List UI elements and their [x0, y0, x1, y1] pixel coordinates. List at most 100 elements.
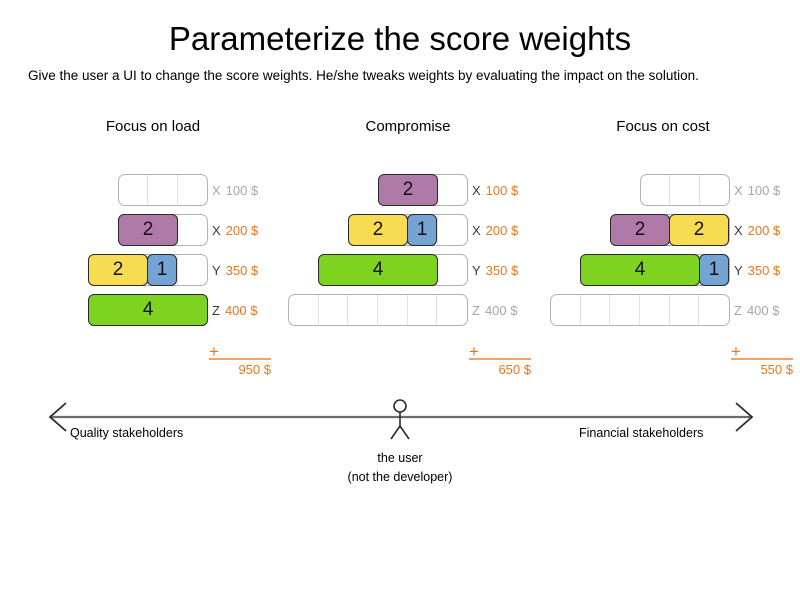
spectrum-label-financial: Financial stakeholders — [579, 426, 704, 440]
user-caption-line2: (not the developer) — [347, 469, 453, 484]
slider-blocks: 2 — [118, 214, 178, 246]
slider-cell[interactable] — [408, 215, 438, 245]
weight-block[interactable]: 2 — [378, 174, 438, 206]
slider-track[interactable] — [640, 174, 730, 206]
slider-cell[interactable] — [438, 215, 467, 245]
weight-block[interactable]: 2 — [348, 214, 408, 246]
slider-cell[interactable] — [551, 295, 581, 325]
slider-cell[interactable] — [378, 295, 408, 325]
row-key: Z — [472, 302, 480, 318]
weight-slider[interactable] — [118, 174, 208, 206]
stakeholder-spectrum: Quality stakeholders Financial stakehold… — [0, 395, 800, 505]
weight-block[interactable]: 4 — [580, 254, 700, 286]
weight-block[interactable]: 2 — [118, 214, 178, 246]
slider-cell[interactable] — [178, 175, 207, 205]
row-key: X — [734, 182, 743, 198]
slider-cell[interactable] — [700, 175, 729, 205]
row-amount: 100 $ — [747, 182, 781, 198]
slider-cell[interactable] — [640, 295, 670, 325]
row-key: Y — [472, 262, 481, 278]
slider-track[interactable] — [288, 294, 468, 326]
weight-block[interactable]: 2 — [610, 214, 670, 246]
user-caption-line1: the user — [377, 451, 423, 465]
slider-cell[interactable] — [641, 175, 671, 205]
sum-total: 650 $ — [498, 362, 531, 377]
weight-slider[interactable] — [288, 294, 468, 326]
row-amount: 200 $ — [485, 222, 519, 238]
slider-cell[interactable] — [408, 295, 438, 325]
row-amount: 200 $ — [225, 222, 259, 238]
row-amount: 100 $ — [225, 182, 259, 198]
weight-slider[interactable] — [550, 294, 730, 326]
row-key: Z — [212, 302, 220, 318]
slider-cell[interactable] — [670, 175, 700, 205]
row-key: X — [472, 182, 481, 198]
row-amount: 200 $ — [747, 222, 781, 238]
weight-block[interactable]: 2 — [88, 254, 148, 286]
slider-cell[interactable] — [119, 175, 149, 205]
slider-track[interactable] — [118, 174, 208, 206]
slider-cell[interactable] — [319, 295, 349, 325]
slider-cell[interactable] — [289, 295, 319, 325]
slider-cell[interactable] — [610, 295, 641, 325]
weight-slider[interactable]: 2 — [378, 174, 468, 206]
slider-cell[interactable] — [348, 295, 379, 325]
weight-block[interactable]: 4 — [318, 254, 438, 286]
row-amount: 350 $ — [485, 262, 519, 278]
weight-block[interactable]: 1 — [407, 214, 437, 246]
weight-slider[interactable]: 2 — [118, 214, 208, 246]
sum-total: 550 $ — [760, 362, 793, 377]
weight-block[interactable]: 4 — [88, 294, 208, 326]
slider-cell[interactable] — [437, 255, 467, 285]
weight-slider[interactable]: 4 — [318, 254, 468, 286]
row-amount: 350 $ — [747, 262, 781, 278]
slider-cell[interactable] — [670, 295, 700, 325]
slider-cell[interactable] — [438, 175, 467, 205]
weight-slider[interactable]: 4 — [88, 294, 208, 326]
slider-cell[interactable] — [437, 295, 467, 325]
slider-cell[interactable] — [148, 175, 178, 205]
row-key: X — [734, 222, 743, 238]
scenario-column-title: Focus on cost — [616, 118, 710, 135]
weight-block[interactable]: 1 — [147, 254, 177, 286]
row-key: Z — [734, 302, 742, 318]
slider-track[interactable] — [550, 294, 730, 326]
weight-block[interactable]: 2 — [669, 214, 729, 246]
slider-cell[interactable] — [699, 295, 729, 325]
slider-cell[interactable] — [581, 295, 611, 325]
spectrum-label-quality: Quality stakeholders — [70, 426, 184, 440]
slider-blocks: 4 — [318, 254, 438, 286]
row-key: X — [472, 222, 481, 238]
slider-cell[interactable] — [178, 255, 207, 285]
slider-cell[interactable] — [178, 215, 207, 245]
weight-slider[interactable] — [640, 174, 730, 206]
weight-block[interactable]: 1 — [699, 254, 729, 286]
slider-cell[interactable] — [148, 255, 178, 285]
sum-operator: + — [731, 342, 741, 361]
